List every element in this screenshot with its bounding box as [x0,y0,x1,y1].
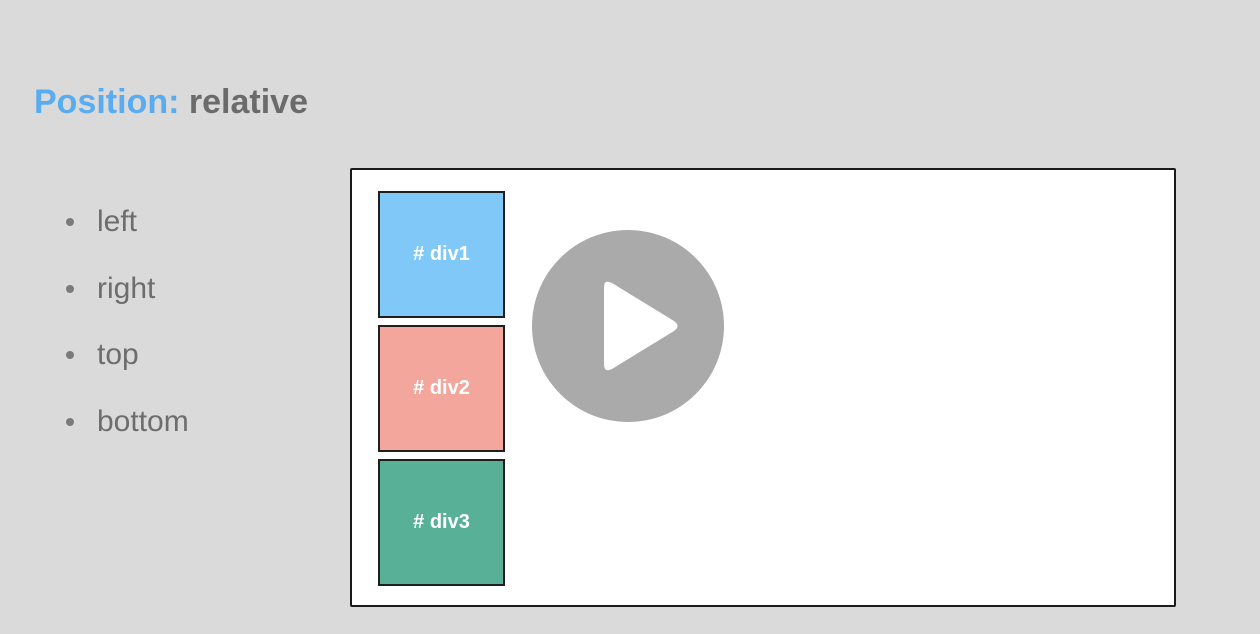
bullet-dot-icon [66,351,74,359]
list-item: left [66,196,189,263]
bullet-label: top [97,338,139,371]
play-icon [604,281,678,371]
div1-box: # div1 [378,191,505,318]
div2-label: # div2 [413,377,470,399]
list-item: right [66,263,189,330]
bullet-list: left right top bottom [66,196,189,462]
list-item: bottom [66,396,189,463]
bullet-label: bottom [97,404,189,438]
bullet-dot-icon [66,284,74,293]
title-value: relative [188,83,308,121]
list-item: top [66,329,189,396]
div3-label: # div3 [413,511,470,533]
div2-box: # div2 [378,325,505,452]
play-button[interactable] [532,230,724,422]
demo-video-frame: # div1 # div2 # div3 [350,168,1176,607]
title-keyword: Position: [34,83,180,121]
bullet-label: right [97,271,156,305]
bullet-dot-icon [66,417,74,426]
bullet-dot-icon [66,218,74,226]
bullet-label: left [97,205,138,238]
div1-label: # div1 [413,243,470,265]
slide-title: Position: relative [34,80,308,124]
div3-box: # div3 [378,459,505,586]
